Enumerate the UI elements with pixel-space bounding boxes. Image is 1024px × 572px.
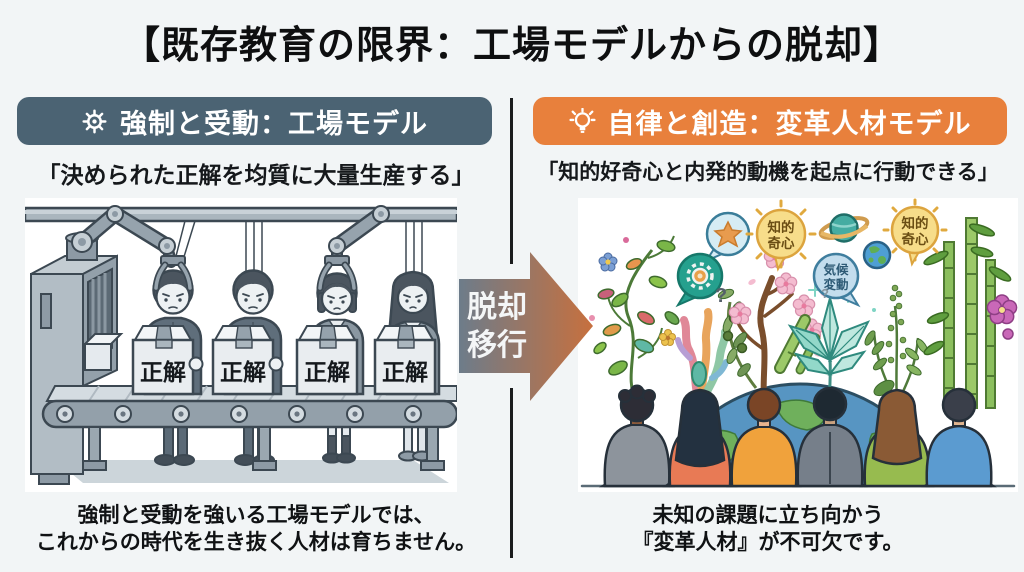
factory-illustration: 正解 正解 正解	[25, 198, 457, 492]
person-1	[598, 384, 676, 488]
arrow-label-line2: 移行	[467, 329, 527, 362]
climate-bubble: 気候 変動	[812, 252, 861, 308]
right-panel-header-label: 自律と創造：変革人材モデル	[607, 108, 972, 139]
climate-bubble-line1: 気候	[823, 262, 849, 277]
gear-icon	[686, 262, 714, 290]
star-icon	[713, 220, 743, 248]
left-panel-quote: 「決められた正解を均質に大量生産する」	[37, 162, 475, 188]
left-caption-line2: これからの時代を生き抜く人材は育ちません。	[35, 531, 477, 554]
right-caption-line2: 『変革人材』が不可欠です。	[632, 531, 904, 554]
growth-illustration: 知的 奇心 気候 変動	[578, 198, 1018, 492]
plant-herbs	[864, 284, 928, 405]
overhead-rail	[25, 206, 457, 223]
curiosity-bubble-line1: 知的	[768, 219, 795, 235]
page-title: 【既存教育の限界：工場モデルからの脱却】	[121, 25, 902, 67]
answer-box-4: 正解	[373, 325, 437, 396]
ground-mask	[578, 487, 1018, 492]
person-2	[662, 388, 738, 488]
curiosity-bubble-line2: 奇心	[902, 231, 930, 247]
curiosity-sun-bubble-2: 知的 奇心	[882, 198, 948, 267]
question-mark: ?	[715, 285, 727, 307]
person-5	[859, 388, 935, 488]
plant-crystal-leaves	[787, 283, 876, 405]
answer-box-3: 正解	[295, 325, 359, 396]
box-label: 正解	[304, 359, 350, 385]
person-6	[921, 387, 997, 488]
right-panel-caption: 未知の課題に立ち向かう『変革人材』が不可欠です。	[512, 502, 1024, 556]
right-caption-line1: 未知の課題に立ち向かう	[652, 504, 884, 527]
box-label: 正解	[382, 359, 428, 385]
earth-icon	[862, 240, 892, 270]
arrow-shape	[459, 252, 593, 401]
box-label: 正解	[220, 359, 266, 385]
curiosity-sun-bubble-1: 知的 奇心	[745, 199, 817, 272]
robot-claws	[152, 255, 358, 292]
climate-bubble-line2: 変動	[823, 277, 848, 292]
person-3	[726, 387, 802, 488]
plant-vine	[589, 235, 680, 405]
box-label: 正解	[140, 359, 186, 385]
question-mark-small: ?	[821, 286, 829, 301]
person-4	[792, 386, 868, 488]
gear-icon	[82, 108, 107, 134]
center-divider-top	[510, 98, 513, 264]
transition-arrow: 脱却 移行	[459, 252, 593, 401]
robot-arms	[65, 205, 390, 268]
curiosity-bubble-line2: 奇心	[768, 235, 796, 251]
answer-box-2: 正解	[211, 325, 284, 396]
left-panel-header-label: 強制と受動：工場モデル	[120, 108, 428, 139]
left-panel-caption: 強制と受動を強いる工場モデルでは、これからの時代を生き抜く人材は育ちません。	[0, 502, 512, 556]
vine-flowers	[589, 237, 676, 346]
orchid-flower	[986, 294, 1018, 340]
left-panel-header: 強制と受動：工場モデル	[17, 97, 492, 145]
arrow-label-line1: 脱却	[467, 291, 527, 324]
center-divider-bottom	[510, 388, 513, 558]
gear-bubble	[675, 252, 724, 308]
right-panel-header: 自律と創造：変革人材モデル	[533, 97, 1007, 145]
right-panel-quote: 「知的好奇心と内発的動機を起点に行動できる」	[537, 161, 999, 184]
answer-box-1: 正解	[131, 325, 204, 396]
curiosity-bubble-line1: 知的	[902, 215, 929, 231]
left-caption-line1: 強制と受動を強いる工場モデルでは、	[77, 504, 435, 527]
saturn-icon	[818, 213, 870, 243]
floor-shadow	[55, 460, 449, 483]
star-bubble	[703, 211, 751, 264]
lightbulb-icon	[568, 107, 596, 133]
